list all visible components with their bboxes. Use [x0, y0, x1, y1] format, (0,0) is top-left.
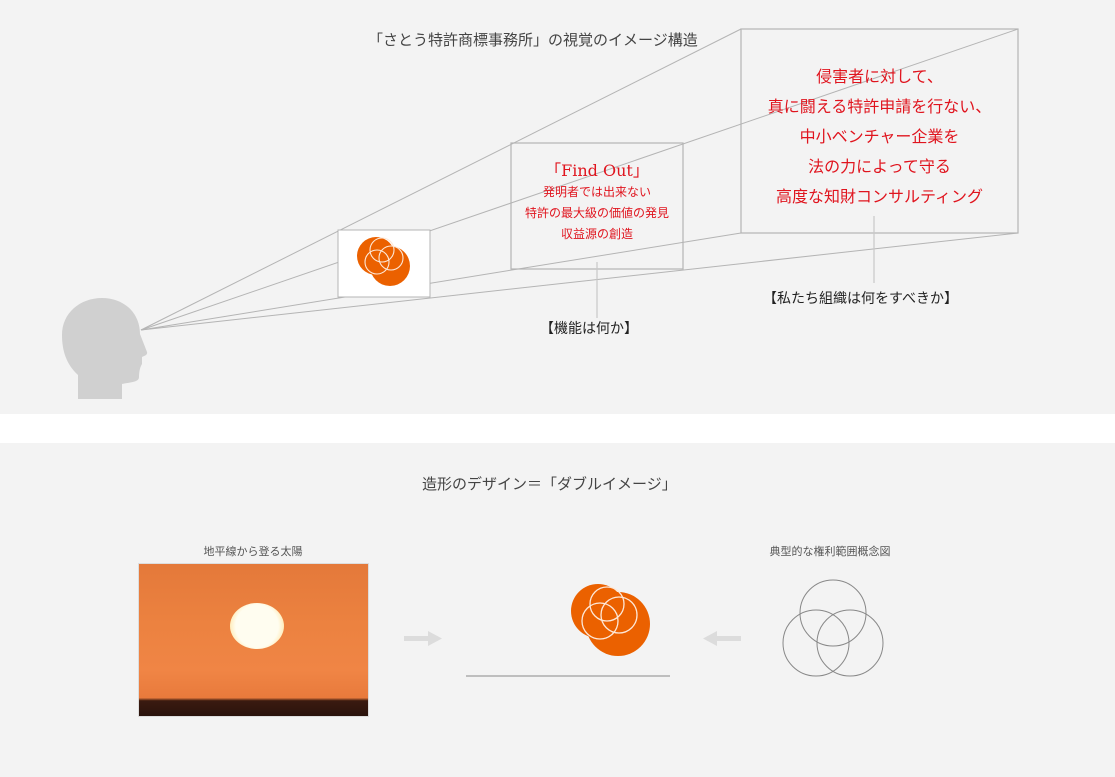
perspective-lines — [140, 28, 1019, 331]
top-panel: 「さとう特許商標事務所」の視覚のイメージ構造 侵害者に対して、 真に闘える特許申… — [0, 0, 1115, 414]
arrow-right-icon — [404, 631, 442, 646]
outer-line: 中小ベンチャー企業を — [799, 127, 960, 146]
head-silhouette-icon — [62, 298, 148, 399]
arrow-left-icon — [703, 631, 741, 646]
organization-caption: 【私たち組織は何をすべきか】 — [763, 291, 959, 307]
perspective-diagram — [62, 28, 1019, 399]
venn-caption: 典型的な権利範囲概念図 — [769, 545, 891, 558]
outer-box-text: 侵害者に対して、 真に闘える特許申請を行ない、 中小ベンチャー企業を 法の力によ… — [741, 62, 1018, 212]
logo-mark-icon — [357, 237, 410, 286]
middle-box-text: 「Find Out」 発明者では出来ない 特許の最大級の価値の発見 収益源の創造 — [511, 160, 683, 245]
middle-line: 特許の最大級の価値の発見 — [524, 206, 669, 220]
find-out-heading: 「Find Out」 — [545, 161, 649, 180]
venn-diagram-icon — [782, 579, 884, 677]
sun-icon — [230, 603, 284, 649]
outer-line: 侵害者に対して、 — [816, 67, 943, 86]
middle-line: 発明者では出来ない — [542, 185, 651, 199]
outer-line: 真に闘える特許申請を行ない、 — [767, 97, 992, 116]
diagram-title: 「さとう特許商標事務所」の視覚のイメージ構造 — [368, 31, 698, 49]
outer-line: 法の力によって守る — [808, 157, 951, 176]
logo-mark-icon — [571, 584, 650, 656]
function-caption: 【機能は何か】 — [540, 321, 638, 337]
outer-line: 高度な知財コンサルティング — [775, 187, 984, 206]
double-image-diagram — [404, 579, 884, 677]
design-title: 造形のデザイン＝「ダブルイメージ」 — [422, 475, 677, 493]
bottom-panel: 造形のデザイン＝「ダブルイメージ」 地平線から登る太陽 典型的な権利範囲概念図 — [0, 443, 1115, 777]
outer-box — [740, 28, 1019, 234]
sunrise-photo — [138, 563, 369, 717]
middle-line: 収益源の創造 — [560, 227, 633, 241]
sunrise-caption: 地平線から登る太陽 — [203, 545, 303, 558]
